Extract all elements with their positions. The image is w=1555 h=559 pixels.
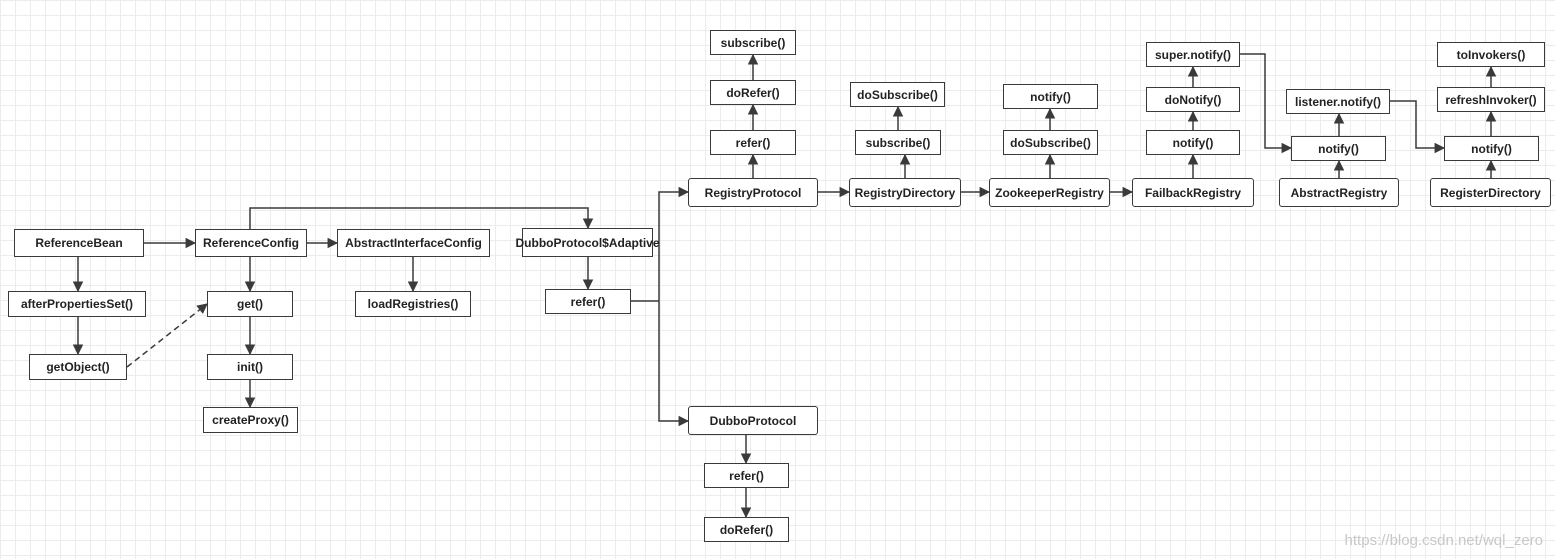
dubbo-protocol-adaptive-node[interactable]: DubboProtocol$Adaptive	[516, 228, 660, 257]
zk-do-subscribe-node[interactable]: doSubscribe()	[1003, 130, 1098, 155]
after-properties-set-node[interactable]: afterPropertiesSet()	[8, 291, 146, 317]
rd-subscribe-node[interactable]: subscribe()	[855, 130, 941, 155]
fb-do-notify-node[interactable]: doNotify()	[1146, 87, 1240, 112]
rp-do-refer-node[interactable]: doRefer()	[710, 80, 796, 105]
fb-super-notify-node[interactable]: super.notify()	[1146, 42, 1240, 67]
watermark: https://blog.csdn.net/wql_zero	[1344, 532, 1543, 549]
create-proxy-node[interactable]: createProxy()	[203, 407, 298, 433]
ref-config-to-adaptive-connector	[249, 207, 594, 230]
rgd-refresh-invoker-node[interactable]: refreshInvoker()	[1437, 87, 1545, 112]
register-directory-node[interactable]: RegisterDirectory	[1430, 178, 1551, 207]
dp-refer-node[interactable]: refer()	[704, 463, 789, 488]
abstract-interface-config-node[interactable]: AbstractInterfaceConfig	[337, 229, 490, 257]
ar-notify-node[interactable]: notify()	[1291, 136, 1386, 161]
init-node[interactable]: init()	[207, 354, 293, 380]
rd-do-subscribe-node[interactable]: doSubscribe()	[850, 82, 945, 107]
adaptive-refer-node[interactable]: refer()	[545, 289, 631, 314]
reference-config-node[interactable]: ReferenceConfig	[195, 229, 307, 257]
get-object-to-get-connector	[126, 303, 208, 368]
get-node[interactable]: get()	[207, 291, 293, 317]
dp-do-refer-node[interactable]: doRefer()	[704, 517, 789, 542]
rgd-notify-node[interactable]: notify()	[1444, 136, 1539, 161]
fb-notify-node[interactable]: notify()	[1146, 130, 1240, 155]
ar-listener-notify-node[interactable]: listener.notify()	[1286, 89, 1390, 114]
refer-to-dubbo-protocol-connector	[658, 301, 690, 427]
registry-directory-node[interactable]: RegistryDirectory	[849, 178, 961, 207]
rgd-to-invokers-node[interactable]: toInvokers()	[1437, 42, 1545, 67]
failback-registry-node[interactable]: FailbackRegistry	[1132, 178, 1254, 207]
listener-notify-to-rgd-notify-connector	[1390, 100, 1446, 154]
refer-to-registry-protocol-connector	[658, 186, 690, 301]
load-registries-node[interactable]: loadRegistries()	[355, 291, 471, 317]
zk-notify-node[interactable]: notify()	[1003, 84, 1098, 109]
dubbo-protocol-node[interactable]: DubboProtocol	[688, 406, 818, 435]
rp-subscribe-node[interactable]: subscribe()	[710, 30, 796, 55]
fb-super-notify-to-ar-notify-connector	[1240, 53, 1293, 154]
reference-bean-node[interactable]: ReferenceBean	[14, 229, 144, 257]
rp-refer-node[interactable]: refer()	[710, 130, 796, 155]
registry-protocol-node[interactable]: RegistryProtocol	[688, 178, 818, 207]
abstract-registry-node[interactable]: AbstractRegistry	[1279, 178, 1399, 207]
get-object-node[interactable]: getObject()	[29, 354, 127, 380]
zookeeper-registry-node[interactable]: ZookeeperRegistry	[989, 178, 1110, 207]
